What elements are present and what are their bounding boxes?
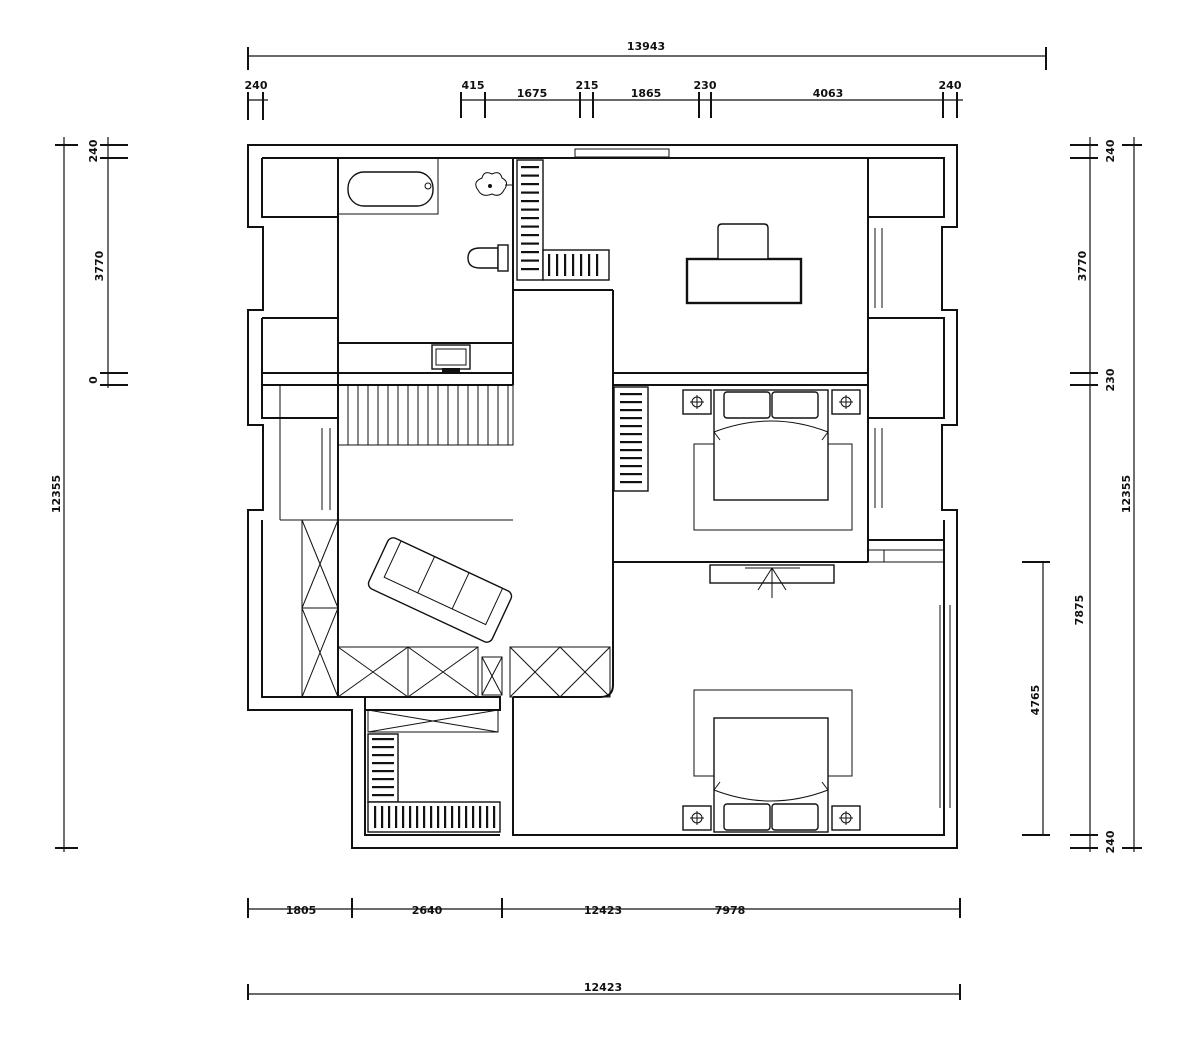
chair-icon	[717, 223, 769, 260]
top-seg-label: 415	[462, 79, 485, 92]
right-seg-label: 240	[1104, 830, 1117, 853]
top-seg-label: 1675	[517, 87, 548, 100]
right-inner-label: 7875	[1073, 595, 1086, 626]
top-seg-label: 1865	[631, 87, 662, 100]
right-inner-label: 4765	[1029, 685, 1042, 716]
bottom-seg-label: 2640	[412, 904, 443, 917]
left-total-label: 12355	[50, 475, 63, 513]
shower-icon	[475, 172, 513, 196]
nightstand-icon	[831, 389, 861, 415]
study-room	[685, 223, 803, 305]
sofa-icon	[367, 537, 513, 643]
left-seg-label: 0	[87, 376, 100, 384]
top-seg-label: 4063	[813, 87, 844, 100]
desk-icon	[685, 257, 803, 305]
nightstand-icon	[682, 389, 712, 415]
left-seg-label: 240	[87, 139, 100, 162]
sink-icon	[431, 344, 471, 372]
right-seg-label: 230	[1104, 368, 1117, 391]
bottom-seg-label: 7978	[715, 904, 746, 917]
nightstand-icon	[682, 805, 712, 831]
top-seg-label: 230	[694, 79, 717, 92]
right-total-label: 12355	[1120, 475, 1133, 513]
hall-rack-icon	[613, 386, 649, 492]
top-seg-label: 215	[576, 79, 599, 92]
wardrobe-rack-icon	[516, 159, 610, 281]
bedroom-1	[682, 389, 861, 531]
bottom-total-label: 12423	[584, 981, 622, 994]
stairs-icon	[337, 384, 514, 446]
right-seg-label: 3770	[1076, 250, 1089, 281]
dimension-labels: 13943 240 415 1675 215 1865 230 4063 240…	[50, 40, 1133, 994]
top-seg-label: 240	[939, 79, 962, 92]
bottom-seg-label: 12423	[584, 904, 622, 917]
top-total-label: 13943	[627, 40, 665, 53]
wardrobes	[301, 519, 611, 733]
interior-walls	[262, 148, 951, 808]
top-seg-label: 240	[245, 79, 268, 92]
bedroom-2	[682, 689, 861, 833]
nightstand-icon	[831, 805, 861, 831]
walk-in-closet-rack-icon	[367, 733, 501, 833]
bathtub-icon	[347, 171, 434, 207]
bottom-seg-label: 1805	[286, 904, 317, 917]
right-seg-label: 240	[1104, 139, 1117, 162]
bathroom	[337, 157, 513, 372]
dimension-lines	[55, 47, 1142, 1000]
left-seg-label: 3770	[93, 250, 106, 281]
toilet-icon	[467, 244, 509, 272]
tv-cabinet-icon	[709, 564, 835, 598]
